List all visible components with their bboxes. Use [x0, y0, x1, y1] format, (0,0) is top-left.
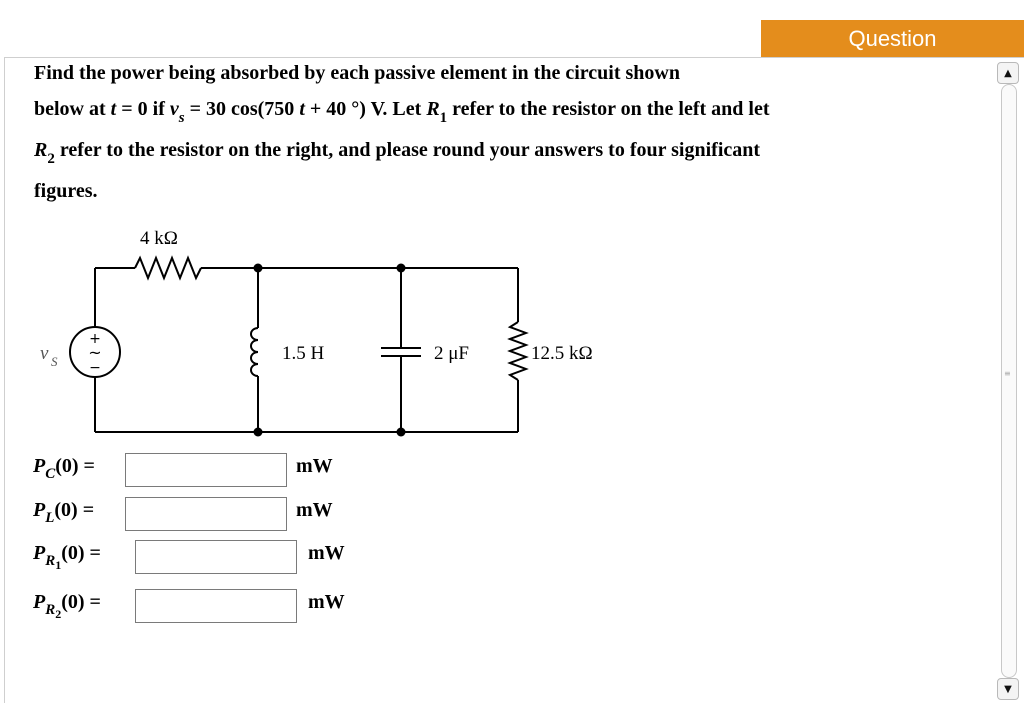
p-open: (0) =	[55, 455, 95, 477]
source-tilde: ~	[88, 343, 101, 362]
unit-label: mW	[308, 591, 345, 613]
p-subscript: L	[45, 510, 55, 526]
question-tab-label: Question	[848, 26, 937, 51]
line2-part-b: = 0 if	[116, 98, 170, 120]
unit-label: mW	[296, 499, 333, 521]
r1-label: 4 kΩ	[140, 228, 178, 249]
var-R1-subscript: 1	[439, 110, 448, 126]
arrow-down-icon: ▼	[1004, 683, 1012, 695]
answer-label-pr2: PR2(0) =	[33, 591, 101, 621]
answer-label-pc: PC(0) =	[33, 455, 95, 482]
var-t: t	[110, 98, 117, 120]
node-dot-4	[396, 427, 406, 437]
scroll-up-button[interactable]: ▲	[997, 62, 1019, 84]
unit-label: mW	[308, 542, 345, 564]
p-open: (0) =	[61, 591, 101, 613]
inductor-label: 1.5 H	[282, 343, 325, 364]
inductor-coil	[250, 327, 259, 377]
node-dot-1	[253, 263, 263, 273]
line2-part-d: + 40 °) V. Let	[304, 98, 427, 120]
question-line-3: R2 refer to the resistor on the right, a…	[34, 139, 761, 167]
question-line-1: Find the power being absorbed by each pa…	[34, 62, 680, 85]
pr1-input[interactable]	[135, 540, 297, 574]
p-symbol: P	[33, 499, 46, 521]
vertical-scrollbar[interactable]: ▲ ≡ ▼	[995, 60, 1023, 702]
source-minus: −	[89, 360, 101, 376]
var-R2: R	[34, 139, 48, 161]
source-label-sub: S	[51, 354, 58, 369]
p-subscript: R	[45, 602, 56, 618]
pl-input[interactable]	[125, 497, 287, 531]
var-R2-subscript: 2	[47, 151, 55, 167]
node-dot-2	[396, 263, 406, 273]
p-subscript: C	[45, 466, 56, 482]
scroll-grip-icon: ≡	[1004, 369, 1014, 382]
var-v-subscript: s	[178, 110, 185, 126]
content-border	[4, 58, 5, 703]
scroll-track[interactable]	[1001, 84, 1017, 678]
source-label: v	[40, 343, 49, 364]
var-R1: R	[426, 98, 440, 120]
unit-label: mW	[296, 455, 333, 477]
line3-text: refer to the resistor on the right, and …	[54, 139, 761, 161]
answer-label-pr1: PR1(0) =	[33, 542, 101, 572]
line2-part-c: = 30 cos(750	[184, 98, 300, 120]
pr2-input[interactable]	[135, 589, 297, 623]
p-open: (0) =	[54, 499, 95, 521]
p-symbol: P	[33, 455, 46, 477]
p-subsubscript: 2	[55, 607, 62, 621]
question-line-4: figures.	[34, 180, 98, 203]
node-dot-3	[253, 427, 263, 437]
line4-text: figures.	[34, 180, 98, 202]
p-subsubscript: 1	[55, 558, 62, 572]
line2-part-e: refer to the resistor on the left and le…	[447, 98, 770, 120]
var-t-2: t	[299, 98, 305, 120]
p-open: (0) =	[61, 542, 101, 564]
line2-part-a: below at	[34, 98, 111, 120]
question-tab[interactable]: Question	[761, 20, 1024, 58]
scroll-grip-glyph: ≡	[1004, 369, 1011, 378]
resistor-r1	[134, 255, 202, 281]
p-subscript: R	[45, 553, 56, 569]
p-symbol: P	[33, 542, 46, 564]
pc-input[interactable]	[125, 453, 287, 487]
r2-label: 12.5 kΩ	[531, 343, 593, 364]
scroll-down-button[interactable]: ▼	[997, 678, 1019, 700]
p-symbol: P	[33, 591, 46, 613]
question-line-1-text: Find the power being absorbed by each pa…	[34, 62, 680, 84]
capacitor-label: 2 μF	[434, 343, 469, 364]
source-circle	[69, 326, 121, 378]
resistor-r2	[507, 321, 529, 381]
answer-label-pl: PL(0) =	[33, 499, 95, 526]
source-plus: +	[89, 331, 101, 347]
arrow-up-icon: ▲	[1004, 67, 1012, 79]
question-line-2: below at t = 0 if vs = 30 cos(750 t + 40…	[34, 98, 770, 126]
header-divider	[4, 57, 1024, 58]
var-v: v	[169, 98, 179, 120]
